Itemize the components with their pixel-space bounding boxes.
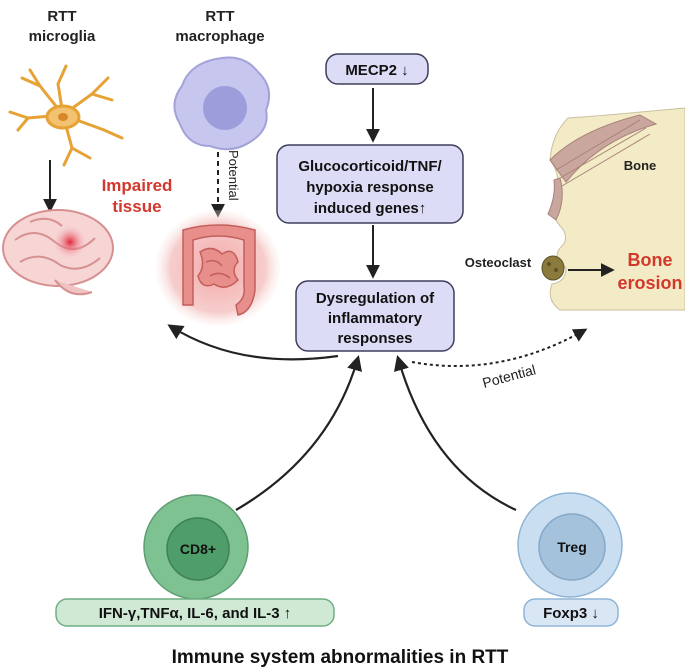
bone-label: Bone (624, 158, 657, 173)
cd8-to-dysregulation-arrow (235, 355, 362, 511)
treg-label: Treg (557, 539, 587, 555)
osteoclast-label: Osteoclast (465, 255, 532, 270)
microglia-label-line1: RTT (47, 8, 76, 25)
dysregulation-box-line1: Dysregulation of (316, 290, 435, 307)
treg-markers-badge: Foxp3 ↓ (523, 598, 619, 627)
cd8-cell-icon: CD8+ (143, 494, 249, 600)
dysregulation-box-line2: inflammatory (328, 310, 423, 327)
genes-box: Glucocorticoid/TNF/ hypoxia response ind… (276, 144, 464, 224)
cd8-label: CD8+ (180, 541, 216, 557)
potential-curve-label: Potential (481, 361, 538, 391)
microglia-cell-icon (8, 64, 124, 167)
cd8-markers-badge: IFN-γ,TNFα, IL-6, and IL-3 ↑ (55, 598, 335, 627)
potential-vertical-label: Potential (226, 150, 241, 201)
treg-cell-icon: Treg (517, 492, 623, 598)
dysregulation-to-bone-potential-arrow (411, 328, 588, 367)
dysregulation-box: Dysregulation of inflammatory responses (295, 280, 455, 352)
macrophage-cell-icon (173, 56, 271, 151)
dysregulation-box-line3: responses (337, 330, 412, 347)
cd8-markers-text: IFN-γ,TNFα, IL-6, and IL-3 ↑ (99, 605, 292, 622)
figure-title: Immune system abnormalities in RTT (172, 647, 509, 668)
intestine-icon (156, 210, 280, 326)
mecp2-box: MECP2 ↓ (325, 53, 429, 85)
microglia-label-line2: microglia (29, 28, 96, 45)
brain-icon (2, 209, 114, 296)
impaired-tissue-label-line1: Impaired (102, 176, 173, 195)
bone-icon (547, 107, 685, 311)
macrophage-label-line1: RTT (205, 8, 234, 25)
treg-markers-text: Foxp3 ↓ (543, 605, 599, 622)
dysregulation-to-tissue-arrow (167, 324, 339, 361)
bone-erosion-label-line1: Bone (628, 250, 673, 270)
genes-box-line2: hypoxia response (306, 179, 434, 196)
impaired-tissue-label-line2: tissue (112, 197, 161, 216)
mecp2-box-text: MECP2 ↓ (345, 62, 408, 79)
osteoclast-icon (541, 255, 565, 281)
bone-erosion-label-line2: erosion (617, 273, 682, 293)
treg-to-dysregulation-arrow (393, 355, 517, 511)
macrophage-label-line2: macrophage (175, 28, 264, 45)
genes-box-line3: induced genes↑ (314, 200, 427, 217)
genes-box-line1: Glucocorticoid/TNF/ (298, 158, 442, 175)
